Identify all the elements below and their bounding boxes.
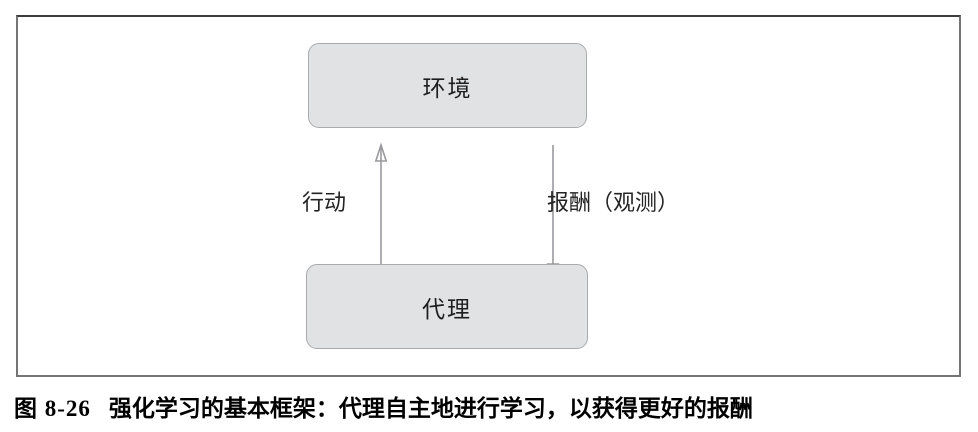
figure-caption: 图 8-26 强化学习的基本框架：代理自主地进行学习，以获得更好的报酬 [14, 389, 753, 423]
agent-node: 代理 [306, 264, 588, 349]
environment-node: 环境 [308, 43, 587, 128]
action-arrow [374, 142, 388, 281]
figure-caption-text: 强化学习的基本框架：代理自主地进行学习，以获得更好的报酬 [108, 395, 753, 421]
environment-node-label: 环境 [422, 75, 473, 101]
agent-node-label: 代理 [422, 296, 472, 322]
action-edge-label: 行动 [302, 190, 347, 215]
figure-number: 图 8-26 [14, 396, 91, 421]
reward-edge-label: 报酬（观测） [547, 190, 680, 215]
